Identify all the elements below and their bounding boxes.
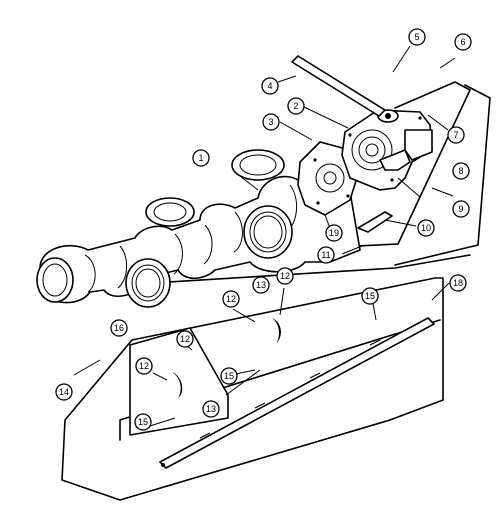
callout-label: 4 — [267, 81, 272, 91]
callout-2: 2 — [287, 97, 305, 115]
callout-12b: 12 — [222, 290, 240, 308]
callout-label: 5 — [414, 32, 419, 42]
lower-assembly-outline — [61, 277, 444, 501]
callout-12a: 12 — [276, 267, 294, 285]
callout-14: 14 — [55, 383, 73, 401]
callout-label: 2 — [293, 101, 298, 111]
callout-10: 10 — [417, 219, 435, 237]
callout-label: 10 — [421, 223, 431, 233]
callout-11: 11 — [317, 246, 335, 264]
callout-12d: 12 — [135, 357, 153, 375]
callout-3: 3 — [262, 113, 280, 131]
valve-body — [341, 109, 433, 191]
callout-13a: 13 — [252, 276, 270, 294]
callout-label: 9 — [458, 204, 463, 214]
callout-7: 7 — [447, 126, 465, 144]
callout-15a: 15 — [361, 287, 379, 305]
callout-label: 15 — [138, 417, 148, 427]
callout-label: 6 — [460, 37, 465, 47]
callout-18: 18 — [449, 274, 467, 292]
callout-15b: 15 — [220, 367, 238, 385]
callout-label: 8 — [458, 166, 463, 176]
callout-label: 12 — [226, 294, 236, 304]
callout-12c: 12 — [176, 330, 194, 348]
seal-piece-upper — [272, 318, 281, 344]
callout-4: 4 — [261, 77, 279, 95]
callout-16: 16 — [110, 319, 128, 337]
callout-label: 16 — [114, 323, 124, 333]
callout-13b: 13 — [202, 400, 220, 418]
callout-1: 1 — [192, 149, 210, 167]
callout-label: 12 — [180, 334, 190, 344]
leader-lines — [73, 45, 456, 427]
callout-label: 7 — [453, 130, 458, 140]
callout-6: 6 — [454, 33, 472, 51]
callout-label: 15 — [365, 291, 375, 301]
callout-label: 15 — [224, 371, 234, 381]
callout-label: 18 — [453, 278, 463, 288]
callout-19: 19 — [325, 224, 343, 242]
callout-label: 3 — [268, 117, 273, 127]
callout-label: 19 — [329, 228, 339, 238]
callout-label: 14 — [59, 387, 69, 397]
wedge-part — [357, 211, 393, 233]
callout-8: 8 — [452, 162, 470, 180]
callout-label: 11 — [321, 250, 330, 260]
upper-assembly-boundary — [394, 84, 491, 266]
callout-15c: 15 — [134, 413, 152, 431]
callout-label: 12 — [280, 271, 290, 281]
callout-9: 9 — [452, 200, 470, 218]
callout-5: 5 — [408, 28, 426, 46]
handle-rod — [291, 55, 386, 117]
callout-label: 1 — [198, 153, 203, 163]
callout-label: 12 — [139, 361, 149, 371]
callout-label: 13 — [206, 404, 216, 414]
callout-label: 13 — [256, 280, 266, 290]
pipe-manifold — [36, 149, 361, 308]
lower-assembly-inner — [119, 319, 441, 441]
